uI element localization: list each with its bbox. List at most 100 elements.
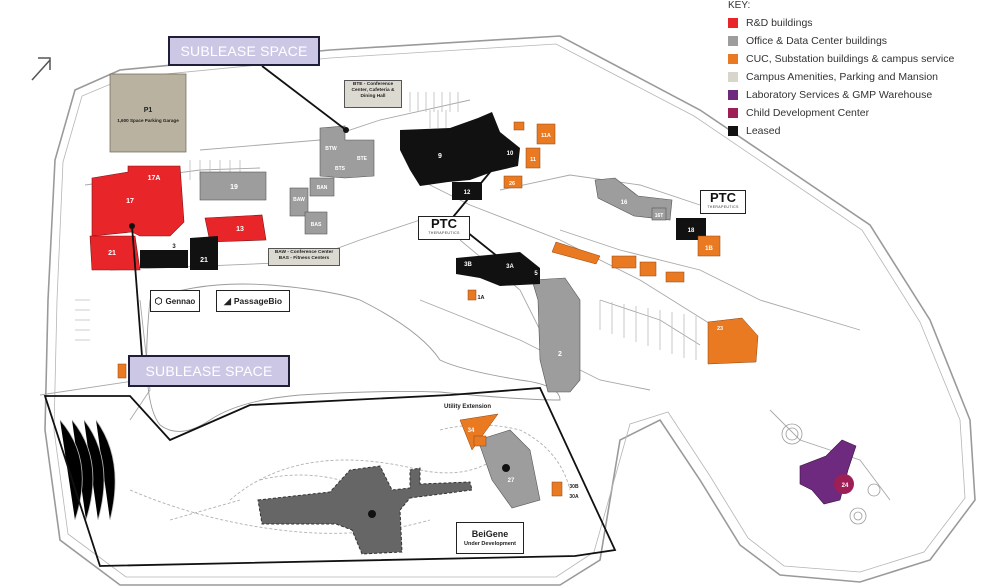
key-label-office: Office & Data Center buildings xyxy=(746,35,888,47)
passagebio-logo-text: PassageBio xyxy=(233,296,283,306)
label-16t: 16T xyxy=(655,213,664,219)
label-27: 27 xyxy=(508,478,515,484)
key-item-cuc: CUC, Substation buildings & campus servi… xyxy=(728,50,978,68)
perimeter-road-inner xyxy=(53,43,966,578)
planned-building-marker xyxy=(368,510,376,518)
label-bte: BTE xyxy=(357,156,368,162)
passagebio-logo: ◢PassageBio xyxy=(216,290,290,312)
label-1a: 1A xyxy=(477,295,484,301)
central-lawn xyxy=(146,283,561,432)
planned-building xyxy=(257,465,473,555)
label-17: 17 xyxy=(126,198,134,205)
utility-extension-label: Utility Extension xyxy=(444,404,492,410)
child-development-center xyxy=(834,474,854,494)
key-swatch-office xyxy=(728,36,738,46)
label-bts: BTS xyxy=(335,166,346,172)
label-btw: BTW xyxy=(325,146,337,152)
label-ban: BAN xyxy=(317,185,328,191)
callout-leaders xyxy=(131,65,513,357)
map-key: KEY: R&D buildings Office & Data Center … xyxy=(728,0,978,140)
north-arrow-icon xyxy=(31,57,51,81)
campus-amenity-rings xyxy=(781,423,881,525)
label-11: 11 xyxy=(530,157,536,163)
label-9: 9 xyxy=(438,153,442,160)
key-item-child: Child Development Center xyxy=(728,104,978,122)
label-bas: BAS xyxy=(311,222,322,228)
key-label-amenities: Campus Amenities, Parking and Mansion xyxy=(746,71,939,83)
key-item-lab: Laboratory Services & GMP Warehouse xyxy=(728,86,978,104)
service-buildings xyxy=(117,121,759,497)
gennao-logo: ⬡Gennao xyxy=(150,290,200,312)
label-5: 5 xyxy=(534,271,538,277)
beigene-logo-text: BeiGene xyxy=(471,529,509,539)
ptc-logo-center-text: PTC xyxy=(431,216,457,231)
label-13: 13 xyxy=(236,226,244,233)
label-16: 16 xyxy=(621,200,628,206)
key-label-rd: R&D buildings xyxy=(746,17,813,29)
parking-lots xyxy=(59,92,697,521)
key-label-lab: Laboratory Services & GMP Warehouse xyxy=(746,89,933,101)
label-3b: 3B xyxy=(464,262,472,268)
key-item-office: Office & Data Center buildings xyxy=(728,32,978,50)
beigene-logo: BeiGene Under Development xyxy=(456,522,524,554)
key-label-cuc: CUC, Substation buildings & campus servi… xyxy=(746,53,955,65)
label-34: 34 xyxy=(468,428,475,434)
building-27-marker xyxy=(502,464,510,472)
key-item-leased: Leased xyxy=(728,122,978,140)
key-title: KEY: xyxy=(728,0,751,11)
ptc-logo-center: PTC THERAPEUTICS xyxy=(418,216,470,240)
label-1b: 1B xyxy=(705,246,713,252)
passagebio-logo-icon: ◢ xyxy=(223,295,231,306)
office-buildings xyxy=(199,125,673,509)
key-label-child: Child Development Center xyxy=(746,107,870,119)
label-11a: 11A xyxy=(541,133,551,139)
label-24: 24 xyxy=(842,483,849,489)
label-3a: 3A xyxy=(506,264,514,270)
gennao-logo-icon: ⬡ xyxy=(154,295,163,306)
label-30a: 30A xyxy=(569,494,579,500)
ptc-logo-east-text: PTC xyxy=(710,190,736,205)
parking-garage-name: P1 xyxy=(144,107,153,114)
ptc-logo-east: PTC THERAPEUTICS xyxy=(700,190,746,214)
sublease-callout-bottom: SUBLEASE SPACE xyxy=(128,355,290,387)
beigene-logo-subtitle: Under Development xyxy=(464,541,516,547)
label-12: 12 xyxy=(464,190,471,196)
parking-garage-desc: 1,600 Space Parking Garage xyxy=(117,118,179,123)
key-item-rd: R&D buildings xyxy=(728,14,978,32)
gennao-logo-text: Gennao xyxy=(165,296,196,306)
label-18: 18 xyxy=(688,228,695,234)
note-bte: BTE - Conference Center, Cafeteria & Din… xyxy=(344,80,402,108)
key-swatch-leased xyxy=(728,126,738,136)
label-21b: 21 xyxy=(200,257,208,264)
key-swatch-rd xyxy=(728,18,738,28)
label-10: 10 xyxy=(507,151,514,157)
parking-garage-p1 xyxy=(109,73,187,153)
key-swatch-amenities xyxy=(728,72,738,82)
ptc-logo-center-sub: THERAPEUTICS xyxy=(428,231,460,235)
key-swatch-child xyxy=(728,108,738,118)
perimeter-road xyxy=(44,35,976,586)
note-baw: BAW - Conference Center BAS - Fitness Ce… xyxy=(268,248,340,266)
label-26: 26 xyxy=(509,181,515,187)
label-baw: BAW xyxy=(293,197,305,203)
leased-buildings xyxy=(140,112,706,286)
label-19: 19 xyxy=(230,184,238,191)
label-23: 23 xyxy=(717,326,723,332)
callout-anchor-bottom xyxy=(129,223,135,229)
ptc-logo-east-sub: THERAPEUTICS xyxy=(707,205,739,209)
label-2: 2 xyxy=(558,351,562,358)
key-swatch-lab xyxy=(728,90,738,100)
callout-anchor-top xyxy=(343,127,349,133)
key-label-leased: Leased xyxy=(746,125,781,137)
label-17a: 17A xyxy=(148,175,161,182)
key-item-amenities: Campus Amenities, Parking and Mansion xyxy=(728,68,978,86)
development-boundary xyxy=(43,387,617,567)
key-swatch-cuc xyxy=(728,54,738,64)
rd-buildings xyxy=(89,165,267,271)
label-21: 21 xyxy=(108,250,116,257)
label-30b: 30B xyxy=(569,484,579,490)
sublease-callout-top: SUBLEASE SPACE xyxy=(168,36,320,66)
label-3: 3 xyxy=(172,244,176,250)
